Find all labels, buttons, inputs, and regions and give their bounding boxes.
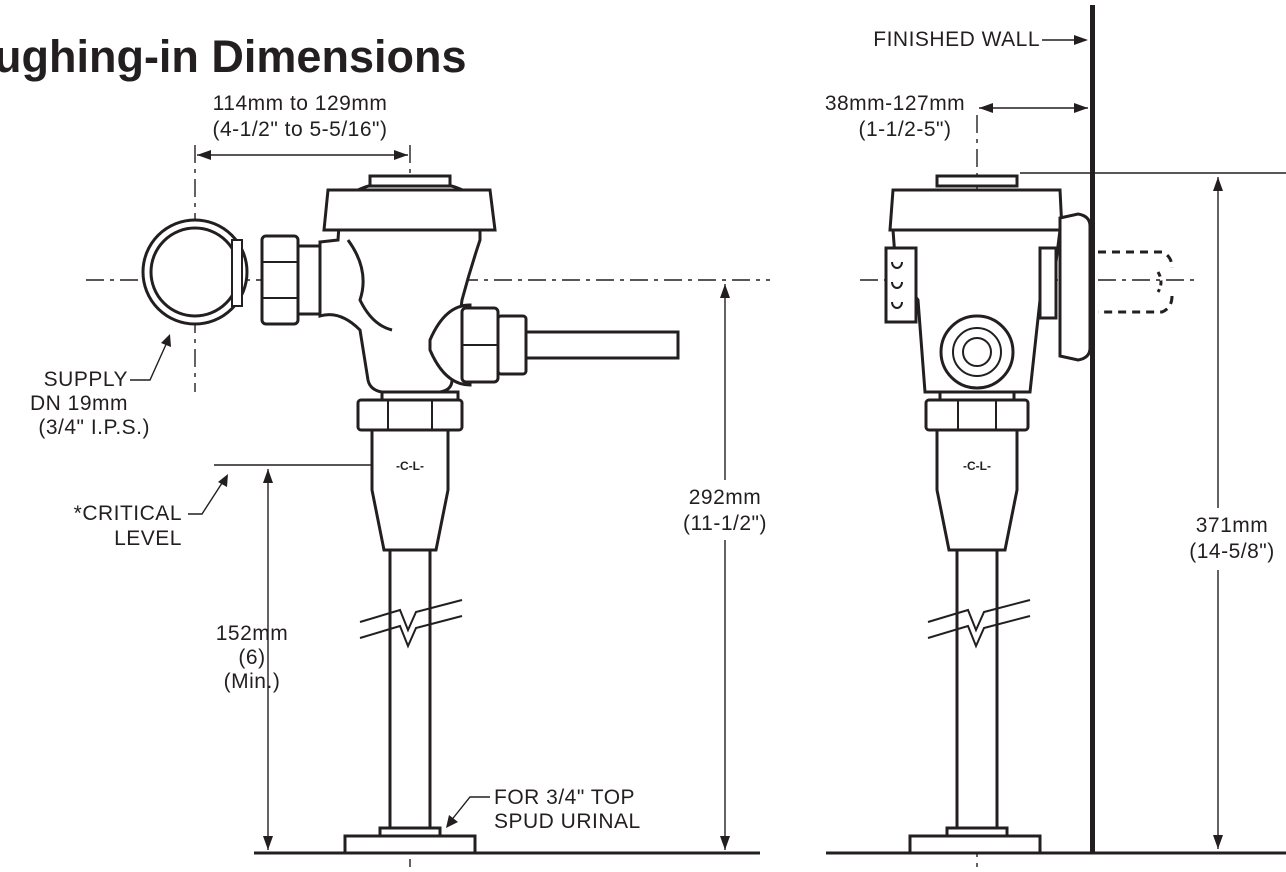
arrow-head [720,284,730,298]
handle-front-core [962,337,992,367]
supply-coupling [141,218,249,326]
centerline-mark-right: -C-L- [963,459,991,473]
valve-cap-front [935,174,1019,188]
top-dimension-mm: 114mm to 129mm [213,92,388,115]
valve-cover-front [888,188,1064,232]
concealed-supply [1098,250,1174,314]
arrow-head [197,150,211,160]
side-view: 114mm to 129mm (4-1/2" to 5-5/16") -C-L- [30,92,780,867]
outlet-nut-front [924,398,1030,432]
arrow-head [1074,103,1088,113]
supply-label: SUPPLY [44,368,128,391]
min-note: (Min.) [224,670,281,693]
finished-wall-label: FINISHED WALL [873,28,1040,51]
tube-break-line [359,615,463,649]
handle-front-inner [952,327,1002,377]
height-371-in: (14-5/8") [1189,540,1275,563]
arrow-head [1213,835,1223,849]
outlet-nut [356,398,464,432]
coupling-flange [231,239,243,307]
offset-mm: 38mm-127mm [825,92,965,115]
finished-wall [1090,5,1095,853]
supply-ips: (3/4" I.P.S.) [38,416,150,439]
arrow-head [161,334,171,347]
height-292-mm: 292mm [689,486,762,509]
arrow-head [394,150,408,160]
arrow-head [263,469,273,483]
side-boss [1038,246,1058,320]
critical-leader [188,479,225,515]
tube-break-line [359,599,463,633]
supply-hex-nut [260,234,300,326]
wall-flange [1058,212,1092,362]
valve-cap [368,174,452,188]
offset-in: (1-1/2-5") [859,118,952,141]
side-boss [884,246,918,324]
front-view: FINISHED WALL 38mm-127mm (1-1/2-5") [825,5,1286,867]
arrow-head [218,474,228,487]
flush-handle[interactable] [524,330,680,360]
supply-leader [130,339,169,381]
boss-detail [891,261,903,269]
boss-detail [891,281,903,289]
min-152-in: (6) [238,646,265,669]
supply-stem [296,244,322,316]
valve-cover [322,188,497,232]
urinal-line1: FOR 3/4" TOP [494,786,635,809]
arrow-head [720,836,730,850]
flush-tube [388,548,432,832]
tube-break-line [927,615,1031,649]
page-title: ughing-in Dimensions [0,31,466,82]
urinal-spud-front [908,834,1042,855]
height-371-mm: 371mm [1196,514,1269,537]
handle-front[interactable] [939,314,1015,390]
vacuum-breaker-front [935,428,1019,552]
arrow-head [263,836,273,850]
tube-break-line [927,599,1031,633]
label-backdrop [1168,508,1276,570]
top-dimension-in: (4-1/2" to 5-5/16") [213,118,388,141]
concealed-supply-end [1156,271,1163,293]
urinal-spud [343,834,477,855]
label-backdrop [670,480,780,540]
handle-socket [428,303,472,387]
critical-level: LEVEL [114,527,182,550]
arrow-head [979,103,993,113]
flush-tube-front [955,548,999,832]
arrow-head [446,815,458,828]
vacuum-breaker [370,428,450,552]
urinal-leader [449,796,490,823]
height-292-in: (11-1/2") [683,512,767,535]
valve-contour [346,239,393,332]
handle-collar [496,314,528,376]
supply-size: DN 19mm [30,392,128,415]
arrow-head [1074,35,1088,45]
urinal-line2: SPUD URINAL [494,810,641,833]
centerline-mark-left: -C-L- [396,459,424,473]
arrow-head [1213,177,1223,191]
min-152-mm: 152mm [216,622,289,645]
boss-detail [891,301,903,309]
critical-label: *CRITICAL [74,502,182,525]
